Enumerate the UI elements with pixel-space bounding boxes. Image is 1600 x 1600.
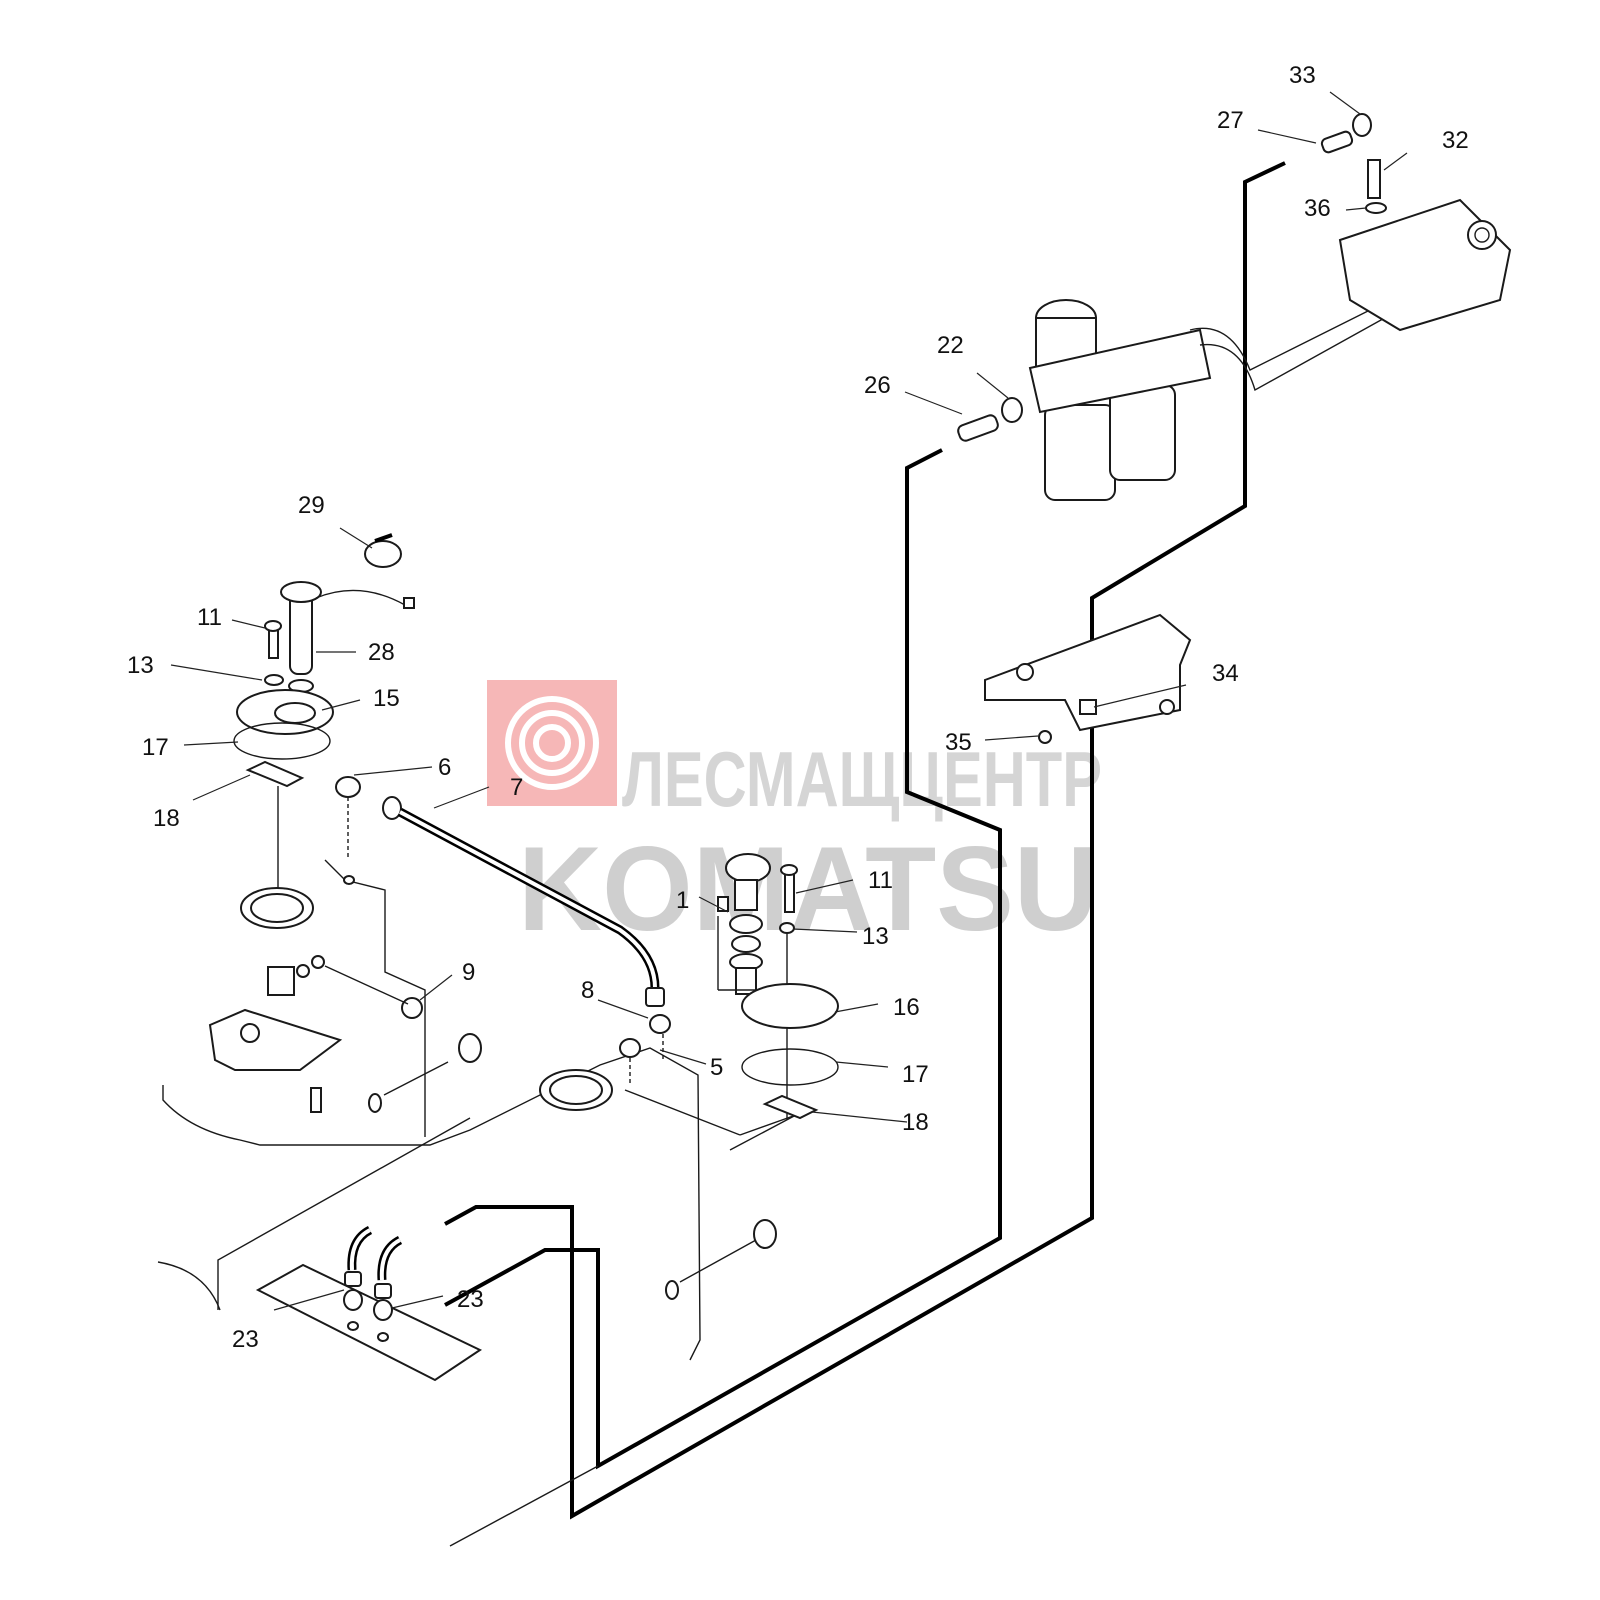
- fuel-filter-assembly: [957, 299, 1391, 501]
- elbow-6: [335, 776, 361, 798]
- callout-22: 22: [937, 332, 964, 359]
- callout-23-right: 23: [457, 1286, 484, 1313]
- callout-15: 15: [373, 685, 400, 712]
- bolt-11-left: [268, 627, 279, 659]
- callout-11-left: 11: [197, 604, 222, 631]
- clip-34: [1079, 699, 1097, 715]
- connector-22: [1001, 397, 1023, 423]
- washer-36: [1365, 202, 1387, 214]
- callout-26: 26: [864, 372, 891, 399]
- callout-labels: 1 5 6 7 8 9 11 11 13 13 15 16 17 17 18 1…: [127, 62, 1469, 1353]
- callout-13-right: 13: [862, 923, 889, 950]
- watermark-logo-icon: [505, 696, 599, 790]
- tank-leader-line: [624, 1089, 741, 1136]
- suction-assembly: [539, 853, 839, 1120]
- sender-connector: [403, 597, 415, 609]
- pump-body: [1338, 198, 1512, 332]
- pipe-extension-line: [449, 1465, 599, 1547]
- fuel-level-sender: [289, 591, 313, 675]
- filter-head: [1028, 328, 1212, 414]
- tank-port: [368, 1093, 382, 1113]
- callout-6: 6: [438, 754, 451, 781]
- tank-tab: [310, 1087, 322, 1113]
- washer-13-right: [779, 922, 795, 934]
- fitting-9: [401, 997, 423, 1019]
- tank-plug-1: [458, 1033, 482, 1063]
- callout-18-left: 18: [153, 805, 180, 832]
- injection-pump: [1320, 113, 1512, 332]
- callout-33: 33: [1289, 62, 1316, 89]
- filter-canister-2: [1109, 384, 1176, 481]
- leader-lines: [170, 91, 1408, 1311]
- adapter-23-right: [373, 1299, 393, 1321]
- mounting-plate: [255, 1263, 483, 1382]
- lower-hoses: [343, 1225, 403, 1342]
- filter-canister-1: [1044, 404, 1116, 501]
- suction-tube: [735, 967, 757, 995]
- tank-plug-2: [753, 1219, 777, 1249]
- fitting-5: [619, 1038, 641, 1058]
- hose-7-nut: [645, 987, 665, 1007]
- sender-assembly: [233, 533, 415, 929]
- washer-13-left: [264, 674, 284, 686]
- banjo-bolt-32: [1367, 159, 1381, 199]
- watermark-brand-top: ЛЕСМАЩЦЕНТР: [622, 735, 1102, 823]
- callout-29: 29: [298, 492, 325, 519]
- hose-clamp: [364, 540, 402, 568]
- shim-18-right: [762, 1094, 819, 1120]
- bracket-hole: [240, 1023, 260, 1043]
- supply-pipe: [444, 448, 1002, 1470]
- suction-cap: [725, 853, 771, 883]
- gasket-17-right: [741, 1048, 839, 1086]
- return-pipe: [444, 161, 1286, 1520]
- bolt-11-right: [784, 871, 795, 913]
- bracket-plate: [208, 1008, 343, 1071]
- watermark-brand-bottom: KOMATSU: [518, 822, 1098, 956]
- callout-35: 35: [945, 729, 972, 756]
- callout-34: 34: [1212, 660, 1239, 687]
- callout-7: 7: [510, 774, 523, 801]
- callout-17-right: 17: [902, 1061, 929, 1088]
- callout-8: 8: [581, 977, 594, 1004]
- callout-17-left: 17: [142, 734, 169, 761]
- callout-18-right: 18: [902, 1109, 929, 1136]
- hose-26-fitting: [957, 414, 999, 442]
- callout-5: 5: [710, 1054, 723, 1081]
- callout-28: 28: [368, 639, 395, 666]
- gasket-17-left: [233, 722, 331, 760]
- fuel-lines: [444, 161, 1286, 1547]
- callout-13-left: 13: [127, 652, 154, 679]
- callout-27: 27: [1217, 107, 1244, 134]
- adapter-8: [649, 1014, 671, 1034]
- pipe-bracket: [984, 613, 1192, 744]
- adapter-23-left: [343, 1289, 363, 1311]
- callout-16: 16: [893, 994, 920, 1021]
- flange-plate-16: [741, 983, 839, 1029]
- sender-plate: [267, 966, 295, 996]
- watermark: ЛЕСМАЩЦЕНТР KOMATSU: [487, 680, 1102, 956]
- elbow-33: [1352, 113, 1372, 137]
- shim-18-left: [245, 760, 305, 788]
- hose-7-assembly: [296, 776, 671, 1085]
- callout-11-right: 11: [868, 867, 893, 894]
- sender-wire: [315, 589, 406, 606]
- screw-35: [1038, 730, 1052, 744]
- hose-27-fitting: [1320, 130, 1354, 154]
- suction-screw: [717, 896, 729, 912]
- callout-32: 32: [1442, 127, 1469, 154]
- callout-9: 9: [462, 959, 475, 986]
- fuel-tank: [157, 859, 797, 1382]
- tank-port-2: [665, 1280, 679, 1300]
- callout-1: 1: [676, 887, 689, 914]
- callout-23-left: 23: [232, 1326, 259, 1353]
- bracket-34: [984, 613, 1192, 732]
- callout-36: 36: [1304, 195, 1331, 222]
- hose-7-end-fitting: [382, 796, 402, 820]
